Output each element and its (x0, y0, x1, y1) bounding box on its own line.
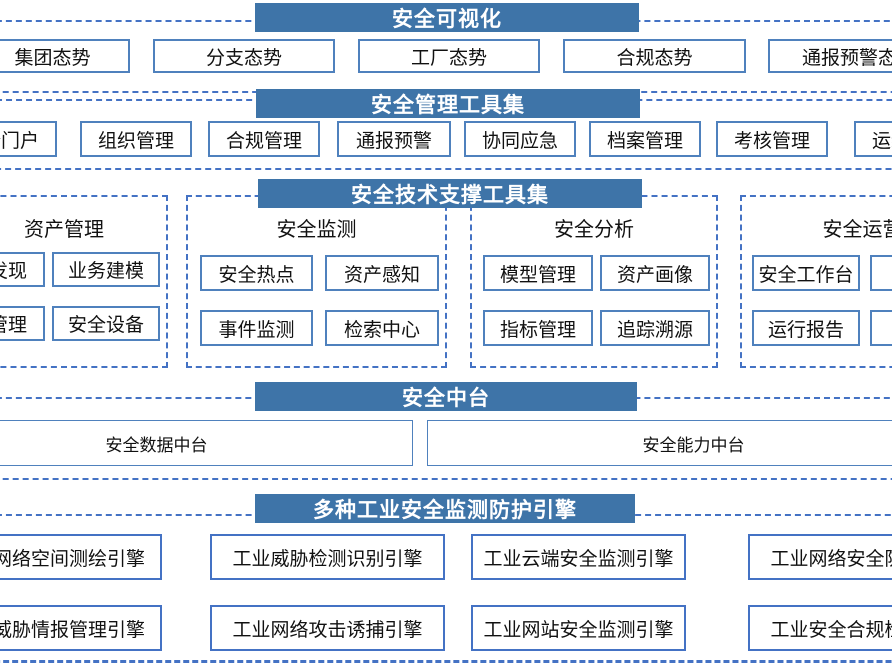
engine-box: 工业云端安全监测引擎 (471, 534, 686, 580)
engine-box: 工业网站安全监测引擎 (471, 605, 686, 651)
panel-box: 配置管理 (0, 306, 45, 341)
panel-title: 资产管理 (24, 219, 104, 241)
panel-box: 事件监测 (200, 310, 313, 346)
viz-box: 通报预警态势 (768, 39, 892, 73)
mgmt-box: 考核管理 (716, 121, 828, 157)
section-title-engines: 多种工业安全监测防护引擎 (255, 494, 635, 523)
mgmt-box: 安全门户 (0, 121, 57, 157)
panel-box: 安全工作台 (752, 255, 860, 291)
panel-box: 安全热点 (200, 255, 313, 291)
mgmt-box: 组织管理 (80, 121, 192, 157)
section-title-tech-support: 安全技术支撑工具集 (258, 179, 642, 208)
panel-box: 检索中心 (325, 310, 439, 346)
panel-title: 安全监测 (276, 219, 357, 241)
panel-asset-management: 资产管理 (0, 195, 168, 368)
section-title-middle-platform: 安全中台 (255, 382, 637, 411)
mgmt-box: 通报预警 (337, 121, 451, 157)
panel-box: 资产发现 (0, 252, 45, 287)
panel-title: 安全分析 (554, 219, 634, 241)
panel-title: 安全运营 (822, 219, 892, 241)
mgmt-box: 档案管理 (589, 121, 701, 157)
engine-box: 工业网络攻击诱捕引擎 (210, 605, 445, 651)
engine-box: 工业安全合规检测引擎 (748, 605, 892, 651)
panel-box: 安全设备 (52, 306, 160, 341)
platform-box: 安全能力中台 (427, 420, 892, 466)
panel-box: 追踪溯源 (600, 310, 710, 346)
mgmt-box: 协同应急 (464, 121, 576, 157)
panel-box (870, 255, 892, 291)
engine-box: 工业网络空间测绘引擎 (0, 534, 162, 580)
mgmt-box: 合规管理 (208, 121, 320, 157)
engine-box: 工业网络安全防护引擎 (748, 534, 892, 580)
platform-box: 安全数据中台 (0, 420, 413, 466)
viz-box: 工厂态势 (358, 39, 540, 73)
section-title-visualization: 安全可视化 (255, 3, 639, 32)
engine-box: 工业威胁情报管理引擎 (0, 605, 162, 651)
section-title-management: 安全管理工具集 (256, 89, 640, 118)
panel-box: 模型管理 (483, 255, 593, 291)
engine-box: 工业威胁检测识别引擎 (210, 534, 445, 580)
panel-box: 资产感知 (325, 255, 439, 291)
panel-box: 资产画像 (600, 255, 710, 291)
viz-box: 集团态势 (0, 39, 130, 73)
mgmt-box: 运维管理 (854, 121, 892, 157)
panel-box: 业务建模 (52, 252, 160, 287)
panel-box: 运行报告 (752, 310, 860, 346)
panel-security-operation: 安全运营 (740, 195, 892, 368)
panel-box (870, 310, 892, 346)
viz-box: 分支态势 (153, 39, 335, 73)
viz-box: 合规态势 (563, 39, 746, 73)
panel-box: 指标管理 (483, 310, 593, 346)
